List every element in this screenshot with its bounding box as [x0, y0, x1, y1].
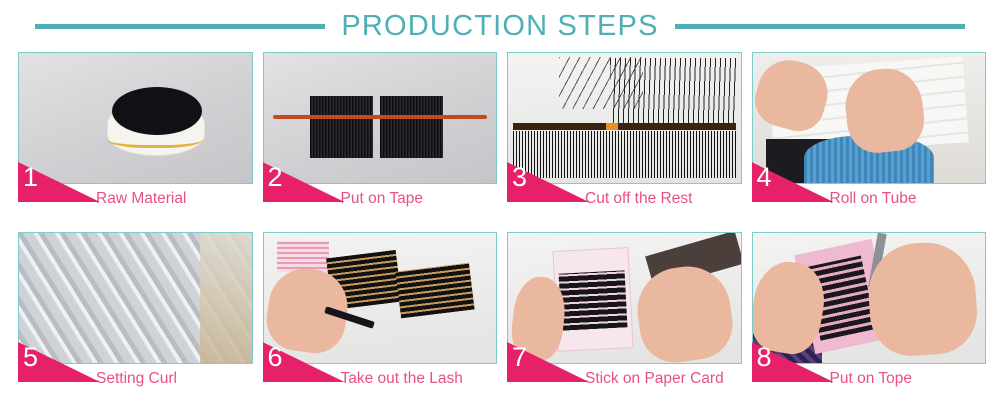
step-label-3: Cut off the Rest — [585, 190, 693, 207]
take-out-lash-photo — [263, 233, 496, 363]
step-photo-5 — [18, 232, 253, 364]
lash-tray-two — [395, 262, 476, 318]
step-card-6[interactable]: 6 Take out the Lash — [262, 232, 497, 404]
tape-rod — [272, 115, 487, 120]
stick-on-paper-card-photo — [508, 233, 741, 363]
upper-fibers — [610, 58, 736, 126]
step-card-5[interactable]: 5 Setting Curl — [18, 232, 253, 404]
step-label-1: Raw Material — [96, 190, 187, 207]
step-label-2: Put on Tape — [340, 190, 423, 207]
hand-right — [864, 239, 980, 359]
step-photo-6 — [262, 232, 497, 364]
setting-curl-photo — [19, 233, 252, 363]
step-photo-8 — [751, 232, 986, 364]
lower-fibers — [512, 131, 736, 178]
title-rule-right — [674, 23, 965, 29]
lash-rows — [558, 269, 627, 331]
lash-block-left — [310, 95, 373, 159]
step-card-7[interactable]: 7 Stick on Paper Card — [507, 232, 742, 404]
hand-right — [632, 260, 738, 363]
title-rule-left — [35, 23, 326, 29]
step-card-4[interactable]: 4 Roll on Tube — [751, 52, 986, 224]
raw-material-photo — [19, 53, 252, 183]
step-card-1[interactable]: 1 Raw Material — [18, 52, 253, 224]
step-photo-3 — [507, 52, 742, 184]
fiber-roll-top — [112, 86, 202, 135]
lash-strip-bar — [512, 123, 736, 131]
pink-paper-card — [277, 240, 329, 272]
step-label-6: Take out the Lash — [340, 370, 463, 387]
put-on-tape-photo — [263, 53, 496, 183]
cut-off-rest-photo — [508, 53, 741, 183]
fiber-roll-band — [107, 131, 204, 148]
production-steps-grid: 1 Raw Material 2 Put on Tape — [0, 52, 1000, 404]
strip-gap — [606, 123, 618, 131]
step-label-5: Setting Curl — [96, 370, 177, 387]
page-title: PRODUCTION STEPS — [341, 9, 659, 42]
paper-card — [551, 246, 634, 352]
step-label-8: Put on Tope — [829, 370, 912, 387]
step-label-4: Roll on Tube — [829, 190, 917, 207]
step-photo-2 — [262, 52, 497, 184]
step-card-2[interactable]: 2 Put on Tape — [262, 52, 497, 224]
rod-wrapping — [200, 233, 252, 363]
step-photo-4 — [751, 52, 986, 184]
roll-on-tube-photo — [752, 53, 985, 183]
step-photo-1 — [18, 52, 253, 184]
step-card-3[interactable]: 3 Cut off the Rest — [507, 52, 742, 224]
step-photo-7 — [507, 232, 742, 364]
lash-block-right — [379, 95, 443, 159]
page-header: PRODUCTION STEPS — [0, 0, 1000, 52]
step-label-7: Stick on Paper Card — [585, 370, 724, 387]
step-card-8[interactable]: 8 Put on Tope — [751, 232, 986, 404]
put-on-tope-photo — [752, 233, 985, 363]
